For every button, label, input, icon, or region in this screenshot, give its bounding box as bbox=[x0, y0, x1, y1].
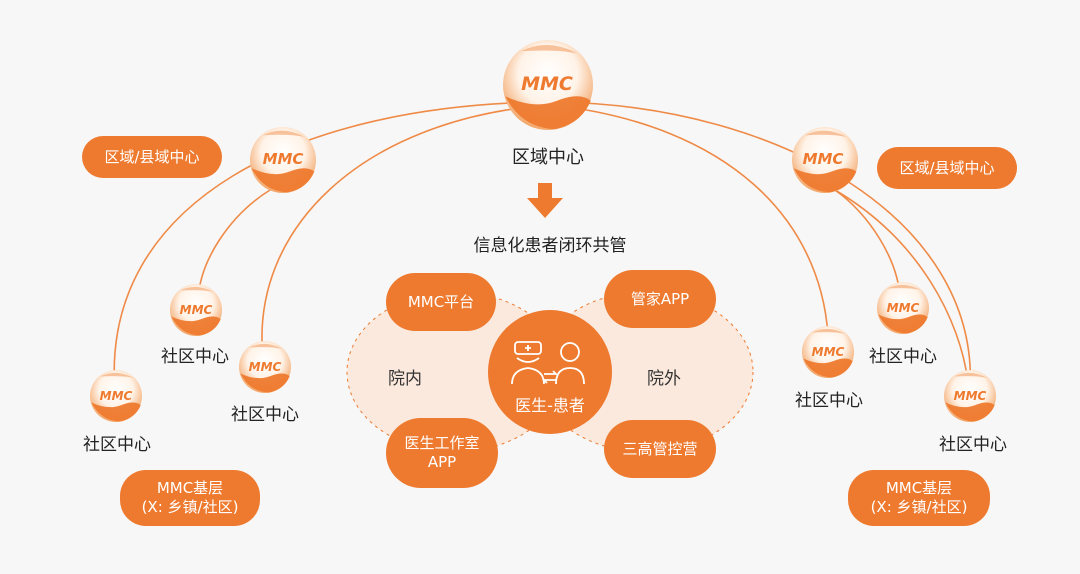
regional-center-label: 区域中心 bbox=[512, 147, 584, 168]
left-base-pill-line2: (X: 乡镇/社区) bbox=[141, 498, 239, 516]
right-community-label-2: 社区中心 bbox=[795, 391, 863, 411]
down-arrow-icon bbox=[527, 183, 563, 218]
doctor-studio-app-line1: 医生工作室 bbox=[404, 434, 480, 453]
doctor-patient-label: 医生-患者 bbox=[515, 396, 585, 415]
right-community-2-logo-text: MMC bbox=[812, 345, 845, 359]
right-region-logo-text: MMC bbox=[803, 150, 844, 168]
outside-hospital-label: 院外 bbox=[647, 369, 681, 389]
doctor-studio-app-line2: APP bbox=[427, 453, 457, 471]
butler-app-pill: 管家APP bbox=[604, 270, 716, 328]
right-base-pill-line2: (X: 乡镇/社区) bbox=[870, 498, 968, 516]
right-community-3-logo-text: MMC bbox=[954, 389, 987, 403]
inside-hospital-label: 院内 bbox=[388, 369, 422, 389]
flow-caption: 信息化患者闭环共管 bbox=[473, 236, 627, 256]
right-community-label-3: 社区中心 bbox=[939, 435, 1007, 455]
doctor-patient-icon bbox=[511, 341, 585, 385]
arc-right-region-to-community bbox=[834, 189, 901, 299]
left-community-label-1: 社区中心 bbox=[161, 347, 229, 367]
right-base-pill-line1: MMC基层 bbox=[885, 479, 953, 498]
arc-left-region-to-community bbox=[197, 189, 271, 301]
left-base-pill: MMC基层 (X: 乡镇/社区) bbox=[120, 470, 260, 526]
left-region-logo-text: MMC bbox=[263, 150, 304, 168]
arc-right-region-to-far-community bbox=[834, 189, 969, 383]
doctor-patient-circle bbox=[488, 310, 612, 434]
arc-top-left-outer bbox=[113, 101, 546, 393]
arc-top-right-outer bbox=[554, 101, 972, 391]
left-community-3-logo-text: MMC bbox=[100, 389, 133, 403]
left-region-pill: 区域/县域中心 bbox=[82, 136, 222, 178]
mmc-platform-pill: MMC平台 bbox=[386, 273, 496, 331]
left-community-label-3: 社区中心 bbox=[83, 435, 151, 455]
doctor-studio-app-pill: 医生工作室 APP bbox=[386, 418, 498, 488]
left-base-pill-line1: MMC基层 bbox=[156, 479, 224, 498]
three-highs-camp-pill: 三高管控营 bbox=[604, 420, 716, 478]
center-zone bbox=[346, 291, 754, 453]
left-community-2-logo-text: MMC bbox=[249, 360, 282, 374]
top-mmc-logo-text: MMC bbox=[521, 73, 573, 95]
right-community-1-logo-text: MMC bbox=[887, 301, 920, 315]
right-community-label-1: 社区中心 bbox=[869, 347, 937, 367]
arc-top-right-inner bbox=[551, 104, 829, 336]
left-community-1-logo-text: MMC bbox=[180, 303, 213, 317]
right-base-pill: MMC基层 (X: 乡镇/社区) bbox=[848, 470, 990, 526]
right-region-pill: 区域/县域中心 bbox=[877, 147, 1017, 189]
connection-lines bbox=[113, 101, 972, 393]
arc-top-left-inner bbox=[261, 104, 549, 359]
left-community-label-2: 社区中心 bbox=[231, 405, 299, 425]
